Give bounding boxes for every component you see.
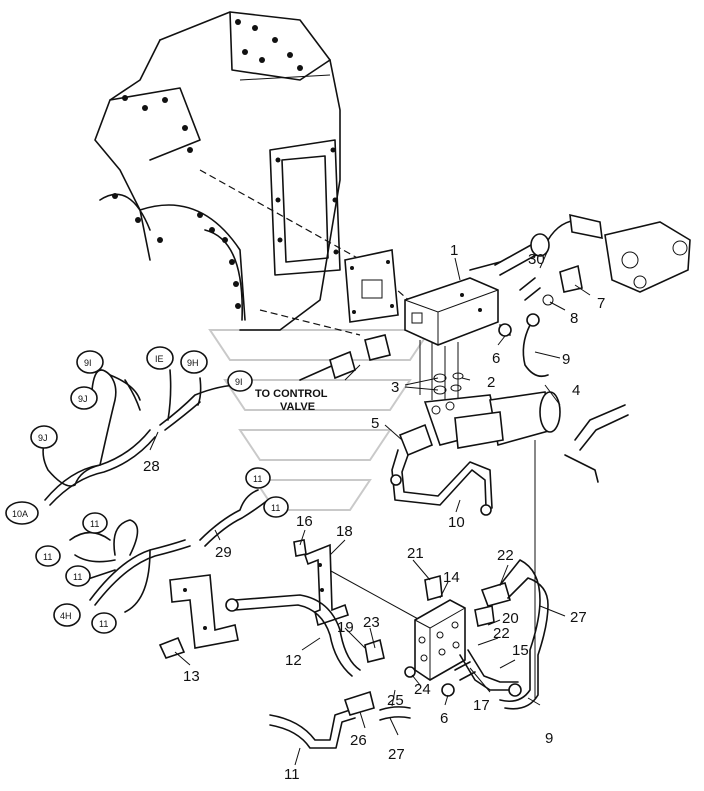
- callout-3: 3: [391, 379, 399, 396]
- wire-tag-9i-b: 9I: [235, 377, 243, 387]
- seal-rings: [433, 372, 464, 395]
- wire-tag-10a: 10A: [12, 509, 28, 519]
- callout-14: 14: [443, 569, 460, 586]
- callout-leaders: [149, 249, 591, 766]
- callout-20: 20: [502, 610, 519, 627]
- callout-16: 16: [296, 513, 313, 530]
- note-line-1: TO CONTROL: [255, 388, 328, 400]
- mounting-bracket: [293, 539, 349, 627]
- callout-5: 5: [371, 415, 379, 432]
- wire-tag-9i-a: 9I: [84, 358, 92, 368]
- wire-harness-upper: [42, 369, 241, 506]
- switch-bracket: [158, 574, 239, 659]
- transmission-housing: [94, 11, 341, 331]
- callout-18: 18: [336, 523, 353, 540]
- hydraulic-tubes: [225, 559, 549, 749]
- gasket-plate: [344, 249, 399, 323]
- wire-tag-11-b: 11: [271, 503, 280, 513]
- wire-tag-4h: 4H: [60, 611, 72, 621]
- callout-27-right: 27: [570, 609, 587, 626]
- callout-27-bottom: 27: [388, 746, 405, 763]
- control-valve-note: TO CONTROL VALVE: [255, 388, 328, 413]
- actuator-cylinder: [423, 391, 629, 483]
- callout-7: 7: [597, 295, 605, 312]
- wire-tag-11-c: 11: [90, 519, 99, 529]
- wire-tag-11-a: 11: [253, 474, 262, 484]
- callout-25: 25: [387, 692, 404, 709]
- callout-13: 13: [183, 668, 200, 685]
- callout-17: 17: [473, 697, 490, 714]
- callout-10: 10: [448, 514, 465, 531]
- callout-12: 12: [285, 652, 302, 669]
- wire-tag-11-d: 11: [43, 552, 52, 562]
- valve-block: [404, 277, 499, 405]
- callout-22-lower: 22: [493, 625, 510, 642]
- wire-harness-lower: [69, 489, 269, 613]
- callout-8: 8: [570, 310, 578, 327]
- callout-24: 24: [414, 681, 431, 698]
- callout-21: 21: [407, 545, 424, 562]
- callout-23: 23: [363, 614, 380, 631]
- callout-19: 19: [337, 619, 354, 636]
- callout-11: 11: [284, 766, 300, 783]
- wire-tag-9j-a: 9J: [78, 394, 88, 404]
- callout-6-upper: 6: [492, 350, 500, 367]
- wire-tag-9j-b: 9J: [38, 433, 48, 443]
- callout-22-upper: 22: [497, 547, 514, 564]
- upper-fittings: [299, 213, 691, 381]
- elbow-and-tube: [390, 423, 493, 516]
- callout-9-lower: 9: [545, 730, 553, 747]
- callout-2: 2: [487, 374, 495, 391]
- wire-tag-1e: IE: [155, 354, 164, 364]
- callout-26: 26: [350, 732, 367, 749]
- callout-6-lower: 6: [440, 710, 448, 727]
- manifold-block: [414, 574, 466, 681]
- callout-9-upper: 9: [562, 351, 570, 368]
- callout-29: 29: [215, 544, 232, 561]
- wire-tag-11-e: 11: [73, 572, 82, 582]
- callout-4: 4: [572, 382, 580, 399]
- callout-28: 28: [143, 458, 160, 475]
- callout-30: 30: [528, 251, 545, 268]
- callout-1: 1: [450, 242, 458, 259]
- callout-15: 15: [512, 642, 529, 659]
- note-line-2: VALVE: [280, 401, 315, 413]
- callout-labels: 1 2 3 4 5 6 6 7 8 9 9 10 11 12 13 14 15 …: [143, 242, 605, 783]
- wire-tags: 9I 9J IE 9H 9I 9J 10A 11 11 11 11 11 4H …: [5, 346, 289, 634]
- wire-tag-11-f: 11: [99, 619, 108, 629]
- wire-tag-9h: 9H: [187, 358, 199, 368]
